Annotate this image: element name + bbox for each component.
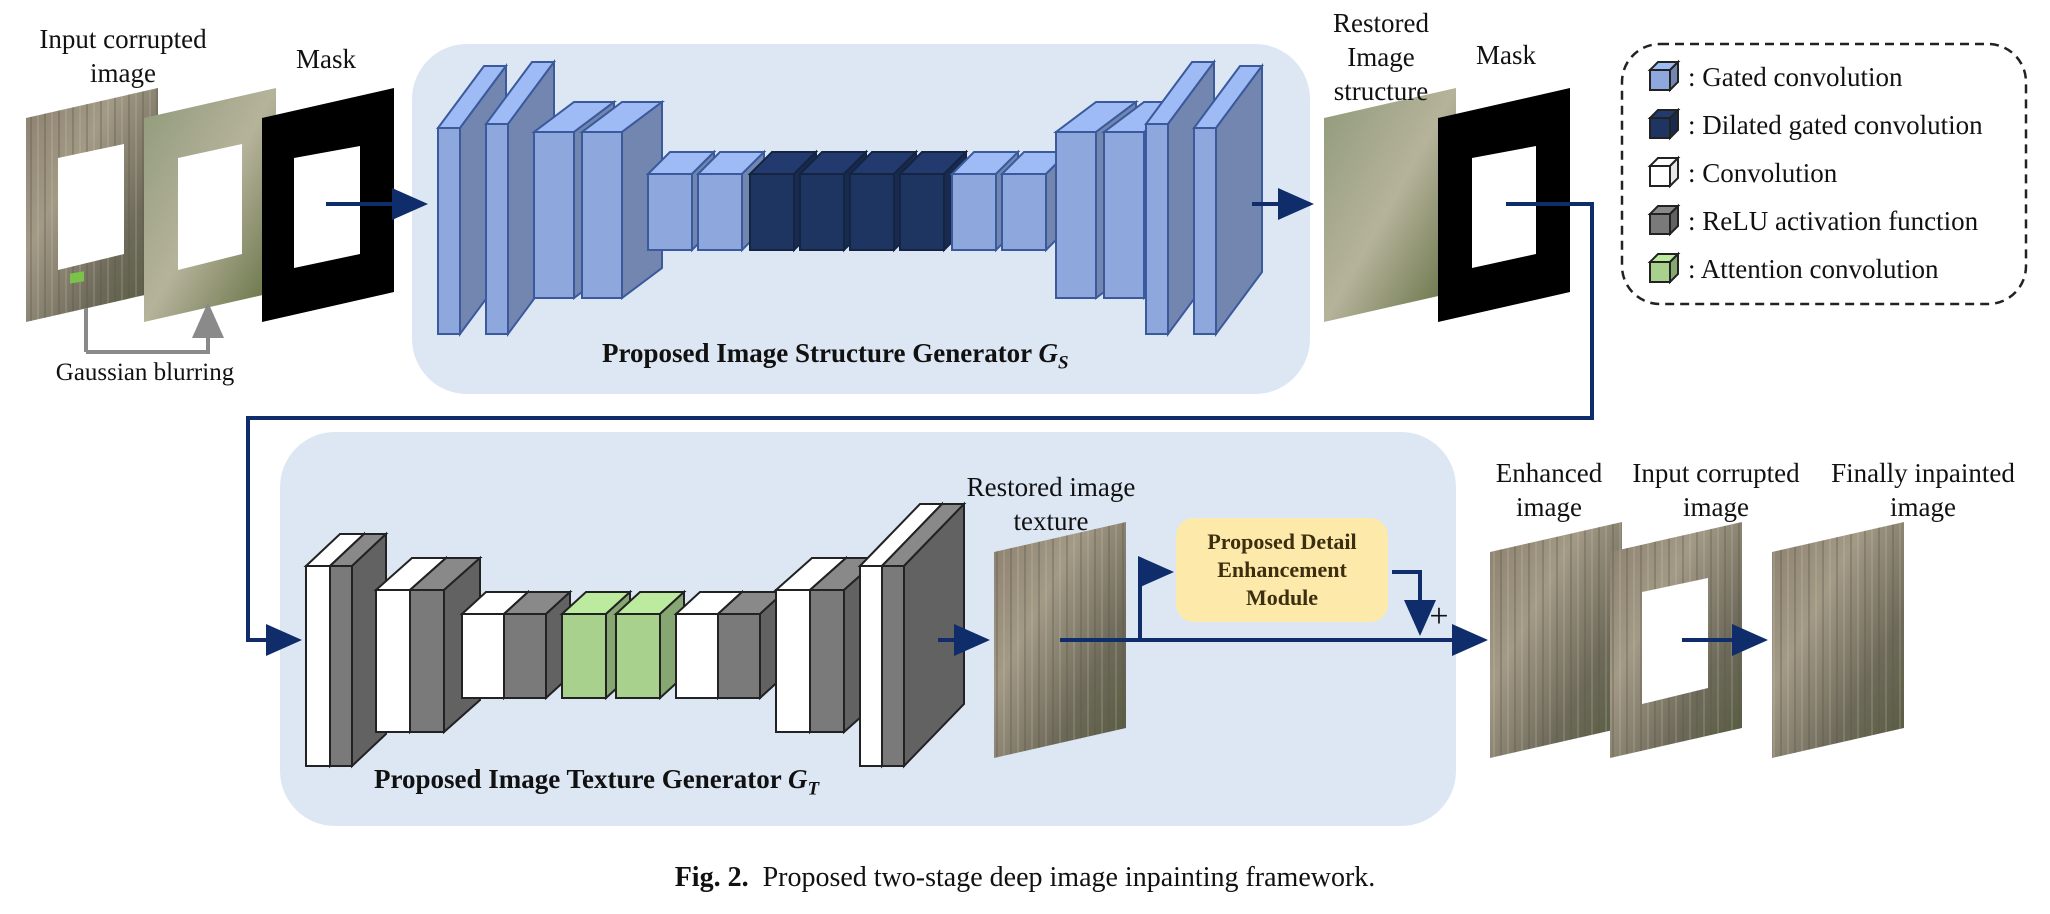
final-image-label: Finally inpainted image (1818, 456, 2028, 524)
legend-dilated-label: : Dilated gated convolution (1688, 110, 1983, 140)
legend-icons (1647, 59, 1681, 285)
detail-module-line3: Module (1245, 585, 1319, 610)
restored-structure-label-line1: Restored (1333, 8, 1429, 38)
detail-enhancement-module-label: Proposed Detail Enhancement Module (1176, 528, 1388, 612)
legend-attention-label: : Attention convolution (1688, 254, 1939, 284)
texture-generator-symbol: G (787, 764, 808, 794)
final-label-line2: image (1890, 492, 1956, 522)
arrow-from-detail-module (1392, 570, 1436, 636)
structure-generator-title-text: Proposed Image Structure Generator (602, 338, 1032, 368)
texture-generator-subscript: T (807, 778, 820, 800)
texture-layer-13 (879, 501, 967, 769)
legend-icon-3 (1647, 203, 1681, 237)
restored-texture-label: Restored image texture (946, 470, 1156, 538)
figure-caption-text: Proposed two-stage deep image inpainting… (762, 862, 1376, 893)
figure-number: Fig. 2. (674, 862, 749, 893)
restored-structure-label-line2: Image (1347, 42, 1415, 72)
texture-layer-7 (613, 589, 687, 701)
restored-structure-label-line3: structure (1333, 76, 1429, 106)
restored-texture-label-line1: Restored image (966, 472, 1136, 502)
blurred-corrupted-image (144, 88, 276, 322)
arrow-stage1-to-stage2 (246, 202, 1594, 656)
detail-module-line1: Proposed Detail (1207, 529, 1357, 554)
final-inpainted-image (1772, 522, 1904, 758)
gaussian-blurring-label: Gaussian blurring (55, 359, 235, 386)
sum-operator: + (1429, 598, 1449, 635)
texture-layer-9 (715, 589, 787, 701)
gated-conv-layer-dec-5 (1192, 62, 1264, 338)
texture-generator-title-text: Proposed Image Texture Generator (374, 764, 782, 794)
input-image-label: Input corrupted image (18, 22, 228, 90)
restored-texture-label-line2: texture (1013, 506, 1089, 536)
restored-structure-image (1324, 88, 1456, 322)
input-corrupted-2-line2: image (1683, 492, 1749, 522)
legend-conv-label: : Convolution (1688, 158, 1838, 188)
input-corrupted-2-line1: Input corrupted (1632, 458, 1800, 488)
structure-generator-layers (436, 58, 1264, 338)
arrow-to-detail-module (1138, 556, 1174, 640)
structure-generator-title: Proposed Image Structure Generator GS (602, 338, 1069, 374)
legend-icon-4 (1647, 251, 1681, 285)
enhanced-label-line2: image (1516, 492, 1582, 522)
enhanced-image (1490, 522, 1622, 758)
texture-generator-layers (303, 501, 967, 769)
texture-generator-title: Proposed Image Texture Generator GT (374, 764, 819, 800)
input-image-label-line2: image (90, 58, 156, 88)
structure-generator-symbol: G (1038, 338, 1058, 368)
texture-layer-5 (501, 589, 573, 701)
legend-box (1620, 42, 2028, 306)
input-corrupted-image-2 (1610, 522, 1742, 758)
input-corrupted-image (26, 88, 158, 322)
input-image-label-line1: Input corrupted (39, 24, 207, 54)
restored-structure-label: Restored Image structure (1296, 6, 1466, 108)
structure-generator-subscript: S (1057, 352, 1069, 374)
mask-label: Mask (296, 44, 356, 74)
detail-enhancement-module-box (1176, 518, 1388, 622)
legend-relu-label: : ReLU activation function (1688, 206, 1979, 236)
gated-conv-layer-enc-4 (645, 149, 717, 253)
input-corrupted-label-2: Input corrupted image (1616, 456, 1816, 524)
legend-gated-label: : Gated convolution (1688, 62, 1903, 92)
figure-caption: Fig. 2. Proposed two-stage deep image in… (0, 862, 2050, 894)
legend-icon-2 (1647, 155, 1681, 189)
detail-module-line2: Enhancement (1217, 557, 1347, 582)
final-label-line1: Finally inpainted (1831, 458, 2015, 488)
enhanced-label-line1: Enhanced (1495, 458, 1603, 488)
mask-image-2 (1438, 88, 1570, 322)
legend-icon-1 (1647, 107, 1681, 141)
gaussian-blur-arrow (86, 302, 224, 354)
enhanced-image-label: Enhanced image (1484, 456, 1614, 524)
mask2-label: Mask (1476, 40, 1536, 70)
legend-icon-0 (1647, 59, 1681, 93)
